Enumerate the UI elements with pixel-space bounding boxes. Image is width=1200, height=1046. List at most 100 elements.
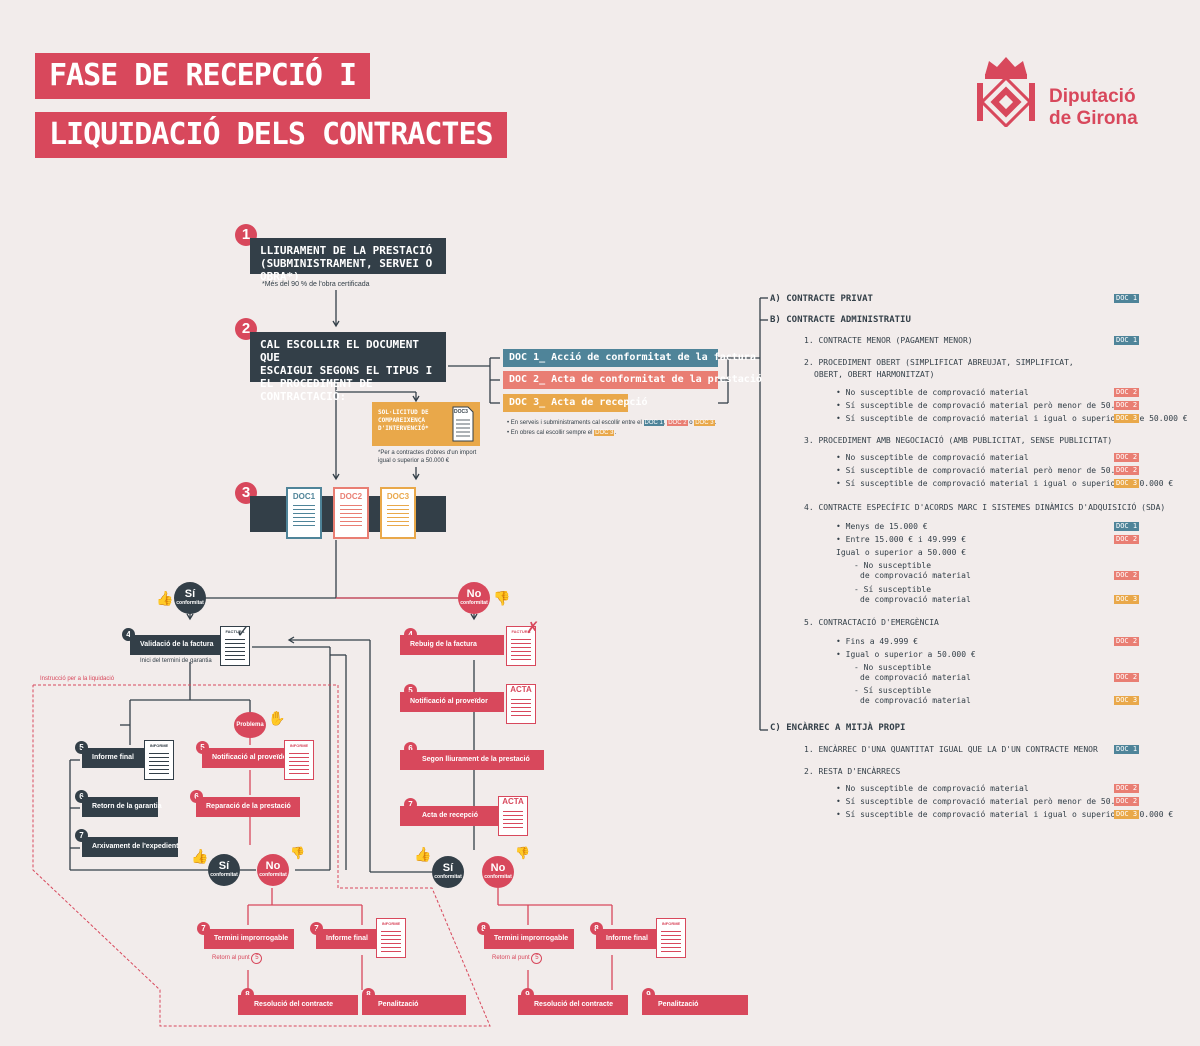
doc2-pill: DOC 2_ Acta de conformitat de la prestac… xyxy=(503,371,762,389)
right-informe-step: Informe final xyxy=(596,929,656,949)
c2-item-3: • Sí susceptible de comprovació material… xyxy=(836,810,1174,819)
thumbs-down-icon-2: 👎 xyxy=(290,846,305,860)
doc1-icon: DOC1 xyxy=(286,487,322,539)
logo-text: Diputació de Girona xyxy=(1049,86,1138,129)
c2-label: 2. RESTA D'ENCÀRRECS xyxy=(804,767,901,776)
b3-item-2: • Sí susceptible de comprovació material… xyxy=(836,466,1140,475)
intervention-box: SOL·LICITUD DE COMPAREIXENÇA D'INTERVENC… xyxy=(372,402,480,446)
section-c: C) ENCÀRREC A MITJÀ PROPI xyxy=(770,723,906,733)
thumbs-down-icon: 👎 xyxy=(493,590,511,606)
inici-garantia: Inici del termini de garantia xyxy=(140,658,212,664)
informe-red-icon: INFORME xyxy=(284,740,314,780)
left-informe-icon: INFORME xyxy=(376,918,406,958)
acta-icon: ACTA xyxy=(506,684,536,724)
badge-c2-1: DOC 2 xyxy=(1114,784,1140,793)
right-termini-step: Termini improrrogable xyxy=(484,929,574,949)
b2-label-a: 2. PROCEDIMENT OBERT (SIMPLIFICAT ABREUJ… xyxy=(804,358,1074,367)
instruccio-label: Instrucció per a la liquidació xyxy=(40,676,115,682)
badge-b2-1: DOC 2 xyxy=(1114,388,1140,397)
b5-sub-no-2: de comprovació material xyxy=(860,673,971,682)
notificacio-right-step: Notificació al proveïdor xyxy=(400,692,504,712)
badge-b4-3: DOC 2 xyxy=(1114,571,1140,580)
b2-item-2: • Sí susceptible de comprovació material… xyxy=(836,401,1140,410)
segon-step: Segon lliurament de la prestació xyxy=(400,750,544,770)
retorn-garantia-step: Retorn de la garantia xyxy=(82,797,162,817)
left-penalitzacio-step: Penalització xyxy=(362,995,466,1015)
informe-final-step: Informe final xyxy=(82,748,144,768)
b4-item-1: • Menys de 15.000 € xyxy=(836,522,928,531)
right-penalitzacio-step: Penalització xyxy=(642,995,748,1015)
badge-b3-2: DOC 2 xyxy=(1114,466,1140,475)
doc2-icon: DOC2 xyxy=(333,487,369,539)
b4-sub-no-2: de comprovació material xyxy=(860,571,971,580)
badge-b4-2: DOC 2 xyxy=(1114,535,1140,544)
factura-red-icon: FACTURA xyxy=(506,626,536,666)
step-2-box: CAL ESCOLLIR EL DOCUMENT QUE ESCAIGUI SE… xyxy=(250,332,446,403)
b5-label: 5. CONTRACTACIÓ D'EMERGÈNCIA xyxy=(804,618,939,627)
c1-label: 1. ENCÀRREC D'UNA QUANTITAT IGUAL QUE LA… xyxy=(804,745,1098,754)
b5-sub-no-1: - No susceptible xyxy=(854,663,932,672)
right-resolucio-step: Resolució del contracte xyxy=(518,995,628,1015)
thumbs-up-icon-2: 👍 xyxy=(191,848,209,864)
document-icon xyxy=(452,406,474,442)
checkmark-icon: ✓ xyxy=(236,624,250,641)
c2-item-2: • Sí susceptible de comprovació material… xyxy=(836,797,1140,806)
problema-circle: Problema xyxy=(234,712,266,738)
section-a: A) CONTRACTE PRIVAT xyxy=(770,294,873,304)
step-1-note: *Més del 90 % de l'obra certificada xyxy=(262,281,370,288)
arxivament-step: Arxivament de l'expedient xyxy=(82,837,178,857)
left-termini-step: Termini improrrogable xyxy=(204,929,294,949)
left-retorn-punt: Retorn al punt 5 xyxy=(212,953,263,964)
notificacio-step: Notificació al proveïdor xyxy=(202,748,290,768)
b5-sub-si-1: - Sí susceptible xyxy=(854,686,932,695)
badge-b1: DOC 1 xyxy=(1114,336,1140,345)
b4-sub-si-1: - Sí susceptible xyxy=(854,585,932,594)
doc3-pill: DOC 3_ Acta de recepció xyxy=(503,394,647,412)
step-1-box: LLIURAMENT DE LA PRESTACIÓ (SUBMINISTRAM… xyxy=(250,238,446,283)
b5-item-1: • Fins a 49.999 € xyxy=(836,637,918,646)
badge-b2-2: DOC 2 xyxy=(1114,401,1140,410)
b3-label: 3. PROCEDIMENT AMB NEGOCIACIÓ (AMB PUBLI… xyxy=(804,436,1113,445)
b4-sub-si-2: de comprovació material xyxy=(860,595,971,604)
thumbs-up-icon-3: 👍 xyxy=(414,846,432,862)
b4-label: 4. CONTRACTE ESPECÍFIC D'ACORDS MARC I S… xyxy=(804,503,1166,512)
b2-label-b: OBERT, OBERT HARMONITZAT) xyxy=(814,370,935,379)
thumbs-up-icon: 👍 xyxy=(156,590,174,606)
section-b: B) CONTRACTE ADMINISTRATIU xyxy=(770,315,911,325)
b4-sub-no-1: - No susceptible xyxy=(854,561,932,570)
badge-a: DOC 1 xyxy=(1114,294,1140,303)
badge-b2-3: DOC 3 xyxy=(1114,414,1140,423)
badge-b3-3: DOC 3 xyxy=(1114,479,1140,488)
docs-note-1: • En serveis i subministraments cal esco… xyxy=(507,420,717,426)
rebuig-step: Rebuig de la factura xyxy=(400,635,504,655)
factura-icon: FACTURA xyxy=(220,626,250,666)
thumbs-down-icon-3: 👎 xyxy=(515,846,530,860)
right-retorn-punt: Retorn al punt 5 xyxy=(492,953,543,964)
doc3-icon: DOC3 xyxy=(380,487,416,539)
right-informe-icon: INFORME xyxy=(656,918,686,958)
left-informe-step: Informe final xyxy=(316,929,376,949)
b3-item-3: • Sí susceptible de comprovació material… xyxy=(836,479,1174,488)
b2-item-1: • No susceptible de comprovació material xyxy=(836,388,1029,397)
title-line-1: FASE DE RECEPCIÓ I xyxy=(35,53,371,99)
badge-c1: DOC 1 xyxy=(1114,745,1140,754)
cross-icon: ✗ xyxy=(526,620,540,637)
left-resolucio-step: Resolució del contracte xyxy=(238,995,358,1015)
acta-icon-2: ACTA xyxy=(498,796,528,836)
validacio-step: Validació de la factura xyxy=(130,635,220,655)
badge-b3-1: DOC 2 xyxy=(1114,453,1140,462)
b1-label: 1. CONTRACTE MENOR (PAGAMENT MENOR) xyxy=(804,336,973,345)
informe-icon: INFORME xyxy=(144,740,174,780)
badge-b5-3: DOC 3 xyxy=(1114,696,1140,705)
reparacio-step: Reparació de la prestació xyxy=(196,797,300,817)
badge-c2-2: DOC 2 xyxy=(1114,797,1140,806)
stop-hand-icon: ✋ xyxy=(268,710,286,726)
b5-item-2: • Igual o superior a 50.000 € xyxy=(836,650,976,659)
badge-b5-1: DOC 2 xyxy=(1114,637,1140,646)
